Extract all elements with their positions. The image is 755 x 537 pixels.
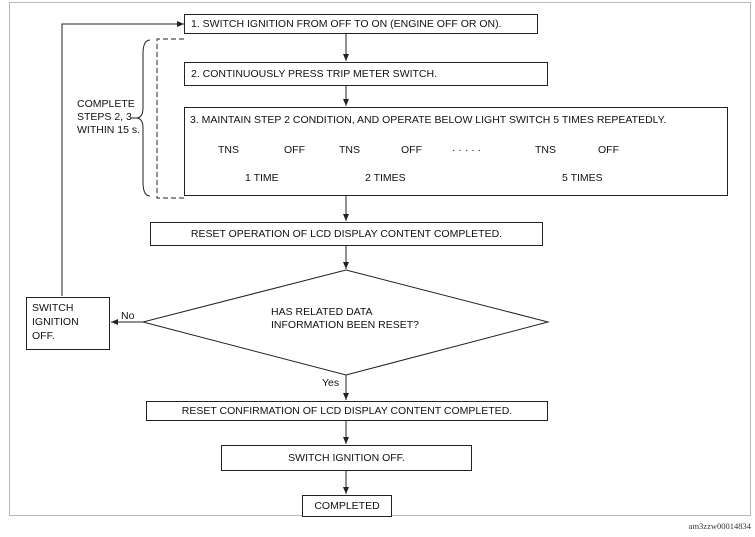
side-box-line2: IGNITION xyxy=(32,316,79,328)
bracket-note-line3: WITHIN 15 s. xyxy=(77,124,141,136)
reset-operation-box: RESET OPERATION OF LCD DISPLAY CONTENT C… xyxy=(150,222,543,246)
step1-box: 1. SWITCH IGNITION FROM OFF TO ON (ENGIN… xyxy=(184,14,538,34)
side-box-line1: SWITCH xyxy=(32,302,74,314)
seq-off-1: OFF xyxy=(284,144,305,156)
side-box-line3: OFF. xyxy=(32,330,55,342)
no-label: No xyxy=(121,310,135,322)
switch-ignition-off-text: SWITCH IGNITION OFF. xyxy=(288,451,405,464)
seq-dots: · · · · · xyxy=(452,144,482,156)
decision-line2: INFORMATION BEEN RESET? xyxy=(271,319,419,331)
step1-text: 1. SWITCH IGNITION FROM OFF TO ON (ENGIN… xyxy=(191,17,502,30)
yes-label: Yes xyxy=(322,377,340,389)
seq-tns-5: TNS xyxy=(535,144,556,156)
completed-text: COMPLETED xyxy=(314,499,380,512)
seq-tns-2: TNS xyxy=(339,144,360,156)
seq-off-5: OFF xyxy=(598,144,619,156)
dashed-bracket-left xyxy=(156,38,184,199)
step2-text: 2. CONTINUOUSLY PRESS TRIP METER SWITCH. xyxy=(191,67,438,80)
seq-label-1-time: 1 TIME xyxy=(245,172,279,184)
step3-box: 3. MAINTAIN STEP 2 CONDITION, AND OPERAT… xyxy=(184,107,728,196)
seq-off-2: OFF xyxy=(401,144,422,156)
decision-diamond xyxy=(141,269,550,376)
reset-operation-text: RESET OPERATION OF LCD DISPLAY CONTENT C… xyxy=(190,227,503,240)
switch-ignition-off-box: SWITCH IGNITION OFF. xyxy=(221,445,472,471)
step3-text: 3. MAINTAIN STEP 2 CONDITION, AND OPERAT… xyxy=(190,114,667,126)
reset-confirmation-box: RESET CONFIRMATION OF LCD DISPLAY CONTEN… xyxy=(146,401,548,421)
step2-box: 2. CONTINUOUSLY PRESS TRIP METER SWITCH. xyxy=(184,62,548,86)
arrow-loop-to-step1 xyxy=(61,21,184,296)
bracket-note-line2: STEPS 2, 3 xyxy=(77,111,132,123)
reset-confirmation-text: RESET CONFIRMATION OF LCD DISPLAY CONTEN… xyxy=(181,404,513,417)
seq-label-5-times: 5 TIMES xyxy=(562,172,603,184)
completed-box: COMPLETED xyxy=(302,495,392,517)
switch-ignition-off-side-box: SWITCH IGNITION OFF. xyxy=(26,297,110,350)
decision-line1: HAS RELATED DATA xyxy=(271,306,373,318)
figure-id: am3zzw00014834 xyxy=(688,521,751,531)
bracket-note-line1: COMPLETE xyxy=(77,98,135,110)
seq-tns-1: TNS xyxy=(218,144,239,156)
seq-label-2-times: 2 TIMES xyxy=(365,172,406,184)
brace-steps xyxy=(135,39,151,197)
